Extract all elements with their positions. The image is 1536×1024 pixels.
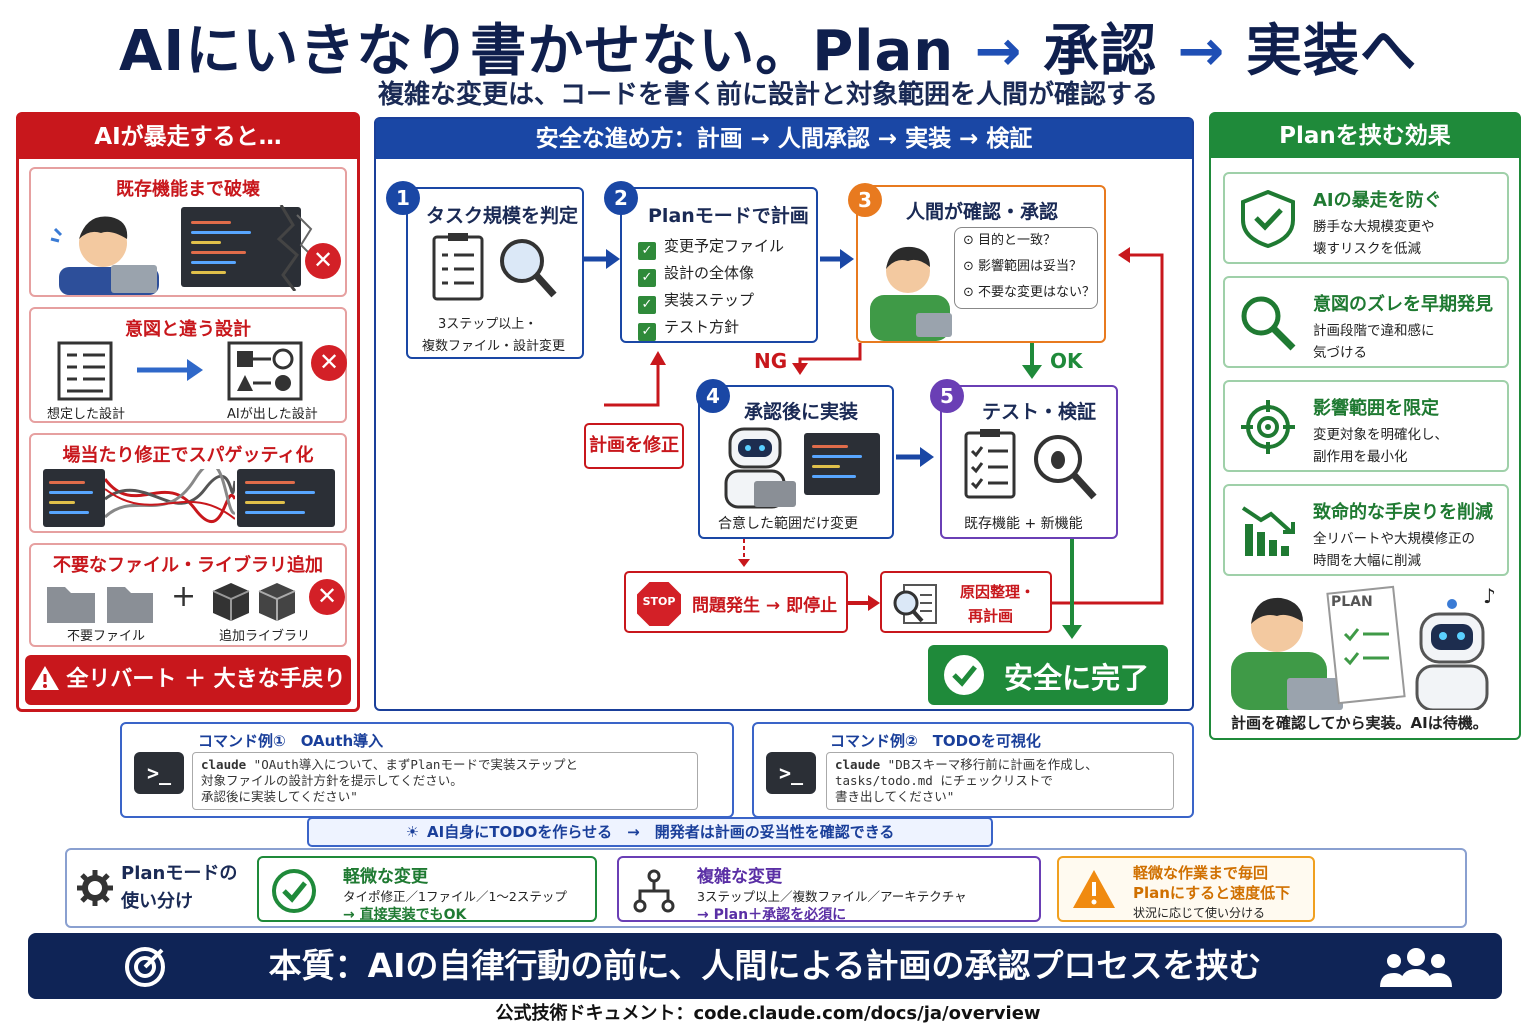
search-icon bbox=[1241, 296, 1296, 351]
shapes-diagram-icon bbox=[227, 341, 303, 401]
plan-mode-usage: Planモードの使い分け 軽微な変更 タイポ修正／1ファイル／1〜2ステップ →… bbox=[65, 848, 1467, 928]
risk-card-spaghetti: 場当たり修正でスパゲッティ化 bbox=[29, 433, 347, 533]
subtitle: 複雑な変更は、コードを書く前に設計と対象範囲を人間が確認する bbox=[377, 80, 1158, 110]
step-1-card: タスク規模を判定 3ステップ以上・ 複数ファイル・設計変更 bbox=[406, 187, 584, 359]
step-4-number: 4 bbox=[696, 379, 730, 413]
tip-banner: ☀AI自身にTODOを作らせる → 開発者は計画の妥当性を確認できる bbox=[307, 817, 993, 847]
checklist-item: ✓実装ステップ bbox=[638, 287, 784, 314]
check-questions-bubble: ⊙ 目的と一致？ ⊙ 影響範囲は妥当？ ⊙ 不要な変更はない？ bbox=[954, 227, 1098, 309]
essence-banner: 本質：AIの自律行動の前に、人間による計画の承認プロセスを挟む bbox=[28, 933, 1502, 999]
code-window-left bbox=[43, 469, 105, 527]
music-note-icon: ♪ bbox=[1483, 584, 1496, 608]
risk-card-break: 既存機能まで破壊 ✕ bbox=[29, 167, 347, 297]
warning-icon bbox=[31, 666, 60, 690]
process-panel: 安全な進め方：計画 → 人間承認 → 実装 → 検証 タスク規模を判定 3ステッ… bbox=[374, 117, 1194, 711]
lightbulb-icon: ☀ bbox=[405, 823, 420, 841]
worried-person-icon bbox=[50, 216, 159, 295]
broken-code-window bbox=[181, 207, 301, 287]
x-icon: ✕ bbox=[305, 243, 341, 279]
tangled-wires-icon bbox=[105, 469, 235, 523]
process-panel-title: 安全な進め方：計画 → 人間承認 → 実装 → 検証 bbox=[376, 119, 1192, 159]
check-icon: ⊙ bbox=[963, 233, 974, 248]
step-5-card: テスト・検証 既存機能 + 新機能 bbox=[940, 385, 1118, 539]
x-icon: ✕ bbox=[311, 345, 347, 381]
ok-label: OK bbox=[1050, 349, 1083, 373]
flow-arrows bbox=[584, 247, 1164, 639]
terminal-icon: >_ bbox=[766, 752, 816, 794]
benefits-panel: Planを挟む効果 AIの暴走を防ぐ 勝手な大規模変更や壊すリスクを低減 意図の… bbox=[1209, 112, 1521, 740]
risk-panel-title: AIが暴走すると… bbox=[19, 115, 357, 159]
risk-card-unneeded: 不要なファイル・ライブラリ追加 + ✕ 不要ファイル 追加ライブラリ bbox=[29, 543, 347, 647]
target-icon bbox=[125, 947, 165, 987]
risk-panel: AIが暴走すると… 既存機能まで破壊 ✕ 意図と違う設計 ✕ 想定した設計 AI… bbox=[16, 112, 360, 712]
hierarchy-icon bbox=[633, 869, 675, 913]
plan-document-label: PLAN bbox=[1331, 594, 1373, 610]
check-circle-icon bbox=[944, 655, 984, 695]
warning-box: 軽微な作業まで毎回 Planにすると速度低下 状況に応じて使い分ける bbox=[1057, 856, 1315, 922]
arrow-right-icon bbox=[137, 359, 203, 381]
people-group-icon bbox=[1380, 948, 1452, 987]
check-icon: ⊙ bbox=[963, 285, 974, 300]
benefit-card: 致命的な手戻りを削減 全リバートや大規模修正の時間を大幅に削減 bbox=[1223, 484, 1509, 576]
minor-change-box: 軽微な変更 タイポ修正／1ファイル／1〜2ステップ → 直接実装でもOK bbox=[257, 856, 597, 923]
step-3-card: 人間が確認・承認 ⊙ 目的と一致？ ⊙ 影響範囲は妥当？ ⊙ 不要な変更はない？ bbox=[856, 185, 1106, 343]
package-icon bbox=[212, 583, 296, 621]
warning-icon bbox=[1073, 870, 1115, 908]
illustration-caption: 計画を確認してから実装。AIは待機。 bbox=[1231, 714, 1488, 732]
step-2-card: Planモードで計画 ✓変更予定ファイル ✓設計の全体像 ✓実装ステップ ✓テス… bbox=[620, 187, 818, 343]
benefits-panel-title: Planを挟む効果 bbox=[1211, 114, 1519, 158]
check-circle-icon bbox=[272, 869, 316, 913]
stop-sign-icon bbox=[635, 580, 683, 628]
search-document-icon bbox=[893, 584, 937, 624]
revert-warning: 全リバート ＋ 大きな手戻り bbox=[25, 655, 351, 705]
command-example-2: >_ コマンド例② TODOを可視化 claude "DBスキーマ移行前に計画を… bbox=[752, 722, 1194, 818]
replan-box: 原因整理・ 再計画 bbox=[880, 571, 1052, 633]
command-text[interactable]: claude "OAuth導入について、まずPlanモードで実装ステップと 対象… bbox=[192, 752, 698, 810]
checklist-item: ✓テスト方針 bbox=[638, 314, 784, 341]
main-title: AIにいきなり書かせない。Plan → 承認 → 実装へ bbox=[119, 19, 1417, 84]
check-icon: ⊙ bbox=[963, 259, 974, 274]
ng-label: NG bbox=[754, 349, 788, 373]
folder-icon bbox=[47, 587, 153, 623]
ai-design-label: AIが出した設計 bbox=[227, 407, 318, 422]
step-4-card: 承認後に実装 合意した範囲だけ変更 bbox=[698, 385, 894, 539]
benefit-card: 影響範囲を限定 変更対象を明確化し、副作用を最小化 bbox=[1223, 380, 1509, 472]
plus-sign: + bbox=[171, 579, 197, 614]
code-window-right bbox=[237, 469, 335, 527]
plan-checklist: ✓変更予定ファイル ✓設計の全体像 ✓実装ステップ ✓テスト方針 bbox=[638, 233, 784, 341]
shield-check-icon bbox=[1241, 190, 1295, 248]
x-icon: ✕ bbox=[309, 579, 345, 615]
stop-box: STOP 問題発生 → 即停止 bbox=[624, 571, 848, 633]
step-1-number: 1 bbox=[386, 181, 420, 215]
chart-down-icon bbox=[1241, 506, 1295, 556]
terminal-icon: >_ bbox=[134, 752, 184, 794]
checklist-bug-search-icon bbox=[964, 429, 1097, 500]
command-example-1: >_ コマンド例① OAuth導入 claude "OAuth導入について、まず… bbox=[120, 722, 734, 818]
checklist-item: ✓設計の全体像 bbox=[638, 260, 784, 287]
step-2-number: 2 bbox=[604, 181, 638, 215]
benefit-card: 意図のズレを早期発見 計画段階で違和感に気づける bbox=[1223, 276, 1509, 368]
person-robot-illustration bbox=[1231, 585, 1489, 710]
benefit-card: AIの暴走を防ぐ 勝手な大規模変更や壊すリスクを低減 bbox=[1223, 172, 1509, 264]
docs-link[interactable]: 公式技術ドキュメント：code.claude.com/docs/ja/overv… bbox=[495, 1003, 1041, 1024]
robot-icon bbox=[724, 427, 796, 509]
expected-design-label: 想定した設計 bbox=[47, 407, 126, 422]
gear-icon bbox=[77, 870, 113, 906]
risk-card-wrong-design: 意図と違う設計 ✕ 想定した設計 AIが出した設計 bbox=[29, 307, 347, 423]
thinking-person-icon bbox=[870, 246, 952, 341]
step-5-number: 5 bbox=[930, 379, 964, 413]
checklist-search-icon bbox=[432, 233, 557, 301]
revise-plan-box: 計画を修正 bbox=[584, 423, 684, 469]
checklist-item: ✓変更予定ファイル bbox=[638, 233, 784, 260]
added-library-label: 追加ライブラリ bbox=[219, 629, 311, 644]
step-3-number: 3 bbox=[848, 183, 882, 217]
unneeded-file-label: 不要ファイル bbox=[67, 629, 146, 644]
complex-change-box: 複雑な変更 3ステップ以上／複数ファイル／アーキテクチャ → Plan＋承認を必… bbox=[617, 856, 1041, 923]
code-window bbox=[804, 433, 880, 495]
done-badge: 安全に完了 bbox=[928, 645, 1168, 705]
stop-sign-text: STOP bbox=[642, 595, 676, 608]
target-icon bbox=[1241, 400, 1295, 454]
command-text[interactable]: claude "DBスキーマ移行前に計画を作成し、 tasks/todo.md … bbox=[826, 752, 1174, 810]
document-icon bbox=[57, 341, 113, 401]
